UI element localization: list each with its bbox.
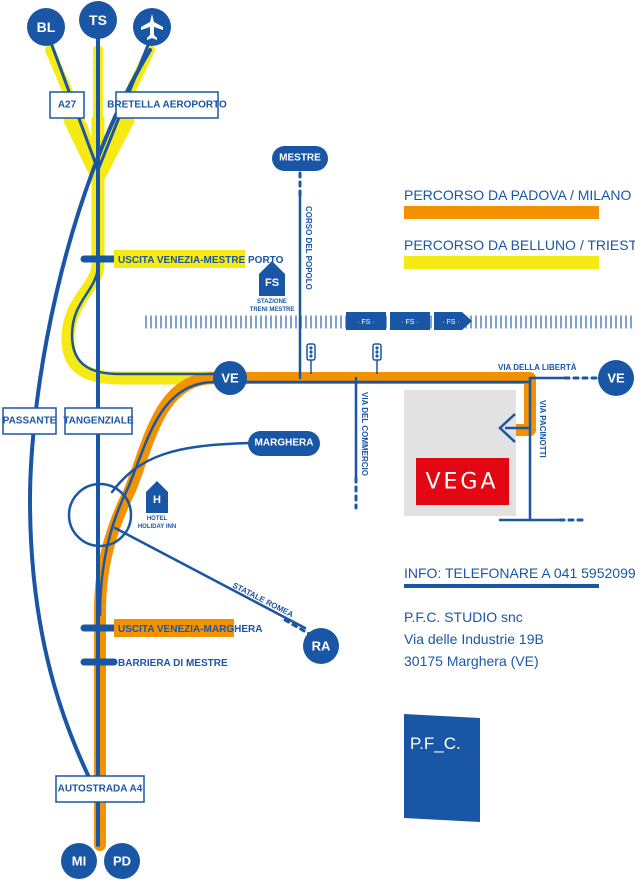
vega-logo	[416, 458, 509, 505]
legend-padova-milano-label: PERCORSO DA PADOVA / MILANO	[404, 187, 632, 203]
badge-ve-left: VE	[213, 361, 247, 395]
box-tangenziale: TANGENZIALE	[63, 407, 134, 435]
info-block: INFO: TELEFONARE A 041 5952099 P.F.C. ST…	[404, 565, 635, 669]
info-company: P.F.C. STUDIO snc	[404, 609, 523, 625]
info-phone: INFO: TELEFONARE A 041 5952099	[404, 565, 635, 581]
via-pacinotti-label: VIA PACINOTTI	[538, 400, 547, 458]
box-bretella: BRETELLA AEROPORTO	[107, 91, 227, 119]
info-underline	[404, 584, 599, 588]
info-city: 30175 Marghera (VE)	[404, 653, 539, 669]
info-address: Via delle Industrie 19B	[404, 631, 544, 647]
badge-airport	[133, 8, 171, 46]
hotel-label-line2: HOLIDAY INN	[138, 524, 176, 530]
badge-bl: BL	[27, 8, 65, 46]
traffic-light-icon	[306, 343, 316, 374]
badge-mi: MI	[61, 843, 97, 879]
station-label-line1: STAZIONE	[257, 299, 287, 305]
vega-building: VEGA	[404, 390, 530, 516]
pfc-logo-text: P.F_C.	[410, 734, 461, 753]
badge-marghera: MARGHERA	[248, 431, 320, 456]
box-passante: PASSANTE	[2, 407, 57, 435]
box-bretella-label: BRETELLA AEROPORTO	[107, 100, 227, 111]
box-a27-label: A27	[58, 100, 77, 111]
badge-pd: PD	[104, 843, 140, 879]
vega-logo-text: VEGA	[425, 470, 498, 495]
legend-padova-milano-swatch	[404, 206, 599, 219]
box-tangenziale-label: TANGENZIALE	[63, 416, 134, 427]
hotel-letter: H	[153, 494, 161, 506]
badge-ra-label: RA	[312, 639, 331, 654]
fs-label: FS	[265, 277, 279, 289]
station-label-line2: TRENI MESTRE	[250, 307, 295, 313]
via-commercio-label: VIA DEL COMMERCIO	[360, 392, 369, 476]
box-a27: A27	[49, 91, 85, 119]
badge-bl-label: BL	[37, 19, 56, 35]
road-network	[28, 28, 602, 847]
statale-romea-label: STATALE ROMEA	[231, 581, 295, 620]
box-autostrada: AUTOSTRADA A4	[55, 775, 145, 803]
train: · FS · · FS · · FS ·	[346, 312, 472, 330]
box-passante-label: PASSANTE	[3, 416, 57, 427]
badge-ts: TS	[79, 1, 117, 39]
hotel-label-line1: HOTEL	[147, 516, 168, 522]
barriera-label: BARRIERA DI MESTRE	[118, 658, 228, 669]
exit-label-marghera-text: USCITA VENEZIA-MARGHERA	[118, 624, 262, 635]
exit-label-porto-text: USCITA VENEZIA-MESTRE PORTO	[118, 255, 284, 266]
train-car-label-2: · FS ·	[401, 319, 419, 326]
traffic-light-icon	[372, 343, 382, 374]
badge-mestre: MESTRE	[272, 146, 328, 171]
arrow-left-icon	[498, 413, 530, 443]
exit-label-porto: USCITA VENEZIA-MESTRE PORTO	[114, 250, 284, 268]
hotel-icon: H HOTEL HOLIDAY INN	[138, 481, 176, 530]
airplane-icon	[141, 14, 163, 40]
train-station-icon: FS STAZIONE TRENI MESTRE	[250, 261, 295, 313]
train-car-label-1: · FS ·	[357, 319, 375, 326]
box-autostrada-label: AUTOSTRADA A4	[58, 784, 143, 795]
badge-ts-label: TS	[89, 12, 107, 28]
corso-popolo-label: CORSO DEL POPOLO	[304, 206, 313, 290]
badge-mi-label: MI	[72, 854, 86, 869]
via-liberta-label: VIA DELLA LIBERTÀ	[498, 363, 577, 372]
badge-pd-label: PD	[113, 854, 131, 869]
badge-mestre-label: MESTRE	[279, 153, 321, 164]
exit-label-marghera: USCITA VENEZIA-MARGHERA	[114, 619, 262, 637]
legend-belluno-trieste-swatch	[404, 256, 599, 269]
badge-ve-left-label: VE	[221, 371, 239, 386]
badge-ve-right-label: VE	[607, 371, 625, 386]
badge-ra: RA	[303, 628, 339, 664]
train-car-label-3: · FS ·	[442, 319, 460, 326]
badge-marghera-label: MARGHERA	[255, 438, 314, 449]
legend: PERCORSO DA PADOVA / MILANO PERCORSO DA …	[404, 187, 635, 269]
legend-belluno-trieste-label: PERCORSO DA BELLUNO / TRIESTE	[404, 237, 635, 253]
pfc-logo: P.F_C.	[404, 714, 480, 822]
badge-ve-right: VE	[598, 360, 634, 396]
